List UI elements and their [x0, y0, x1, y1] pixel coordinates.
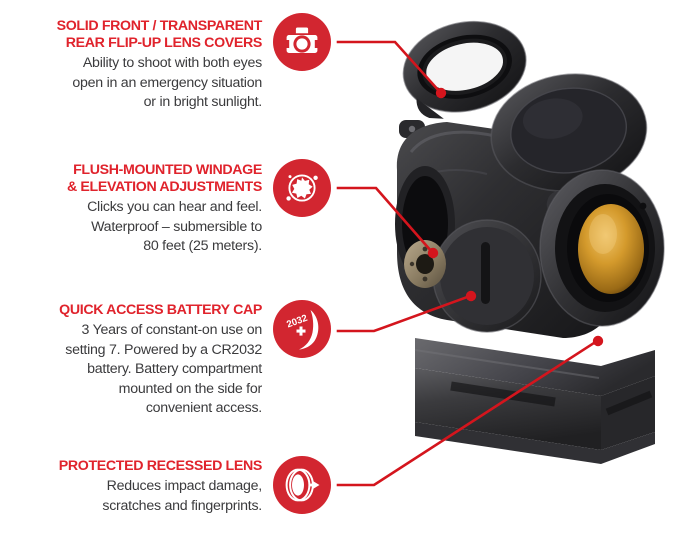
- objective-lens-glass: [578, 204, 644, 294]
- front-flip-up-cover: [490, 73, 648, 192]
- product-image: [355, 20, 700, 500]
- lens-cover-icon-glyph: [286, 27, 318, 53]
- objective-lens-assembly: [539, 169, 665, 327]
- callout-lens-covers: SOLID FRONT / TRANSPARENT REAR FLIP-UP L…: [0, 18, 263, 113]
- callout-body-battery: 3 Years of constant-on use on setting 7.…: [65, 322, 262, 416]
- battery-number-label: 2032: [285, 313, 309, 331]
- callout-recessed-lens: PROTECTED RECESSED LENS Reduces impact d…: [0, 458, 263, 516]
- callout-body-lens-covers: Ability to shoot with both eyes open in …: [72, 55, 262, 110]
- callout-body-recessed-lens: Reduces impact damage, scratches and fin…: [102, 478, 262, 514]
- callout-body-windage: Clicks you can hear and feel. Waterproof…: [87, 199, 262, 254]
- turret-adjustment-icon: [273, 159, 331, 217]
- recessed-lens-icon: [273, 456, 331, 514]
- recessed-lens-icon-glyph: [285, 468, 320, 502]
- battery-2032-icon-glyph: 2032: [285, 310, 319, 350]
- red-dot-sight-illustration: [395, 20, 665, 464]
- adjustment-turret: [404, 240, 446, 288]
- callout-headline-battery: QUICK ACCESS BATTERY CAP: [59, 302, 262, 318]
- lens-cover-icon: [273, 13, 331, 71]
- picatinny-mount: [414, 338, 655, 464]
- battery-2032-icon: 2032: [273, 300, 331, 358]
- battery-cap: [432, 219, 542, 333]
- callout-windage-elevation: FLUSH-MOUNTED WINDAGE & ELEVATION ADJUST…: [0, 162, 262, 257]
- callout-headline-lens-covers: SOLID FRONT / TRANSPARENT REAR FLIP-UP L…: [56, 18, 263, 51]
- callout-battery-cap: QUICK ACCESS BATTERY CAP 3 Years of cons…: [0, 302, 262, 419]
- callout-headline-recessed-lens: PROTECTED RECESSED LENS: [58, 458, 263, 474]
- turret-adjustment-icon-glyph: [286, 174, 318, 202]
- callout-headline-windage: FLUSH-MOUNTED WINDAGE & ELEVATION ADJUST…: [66, 162, 262, 195]
